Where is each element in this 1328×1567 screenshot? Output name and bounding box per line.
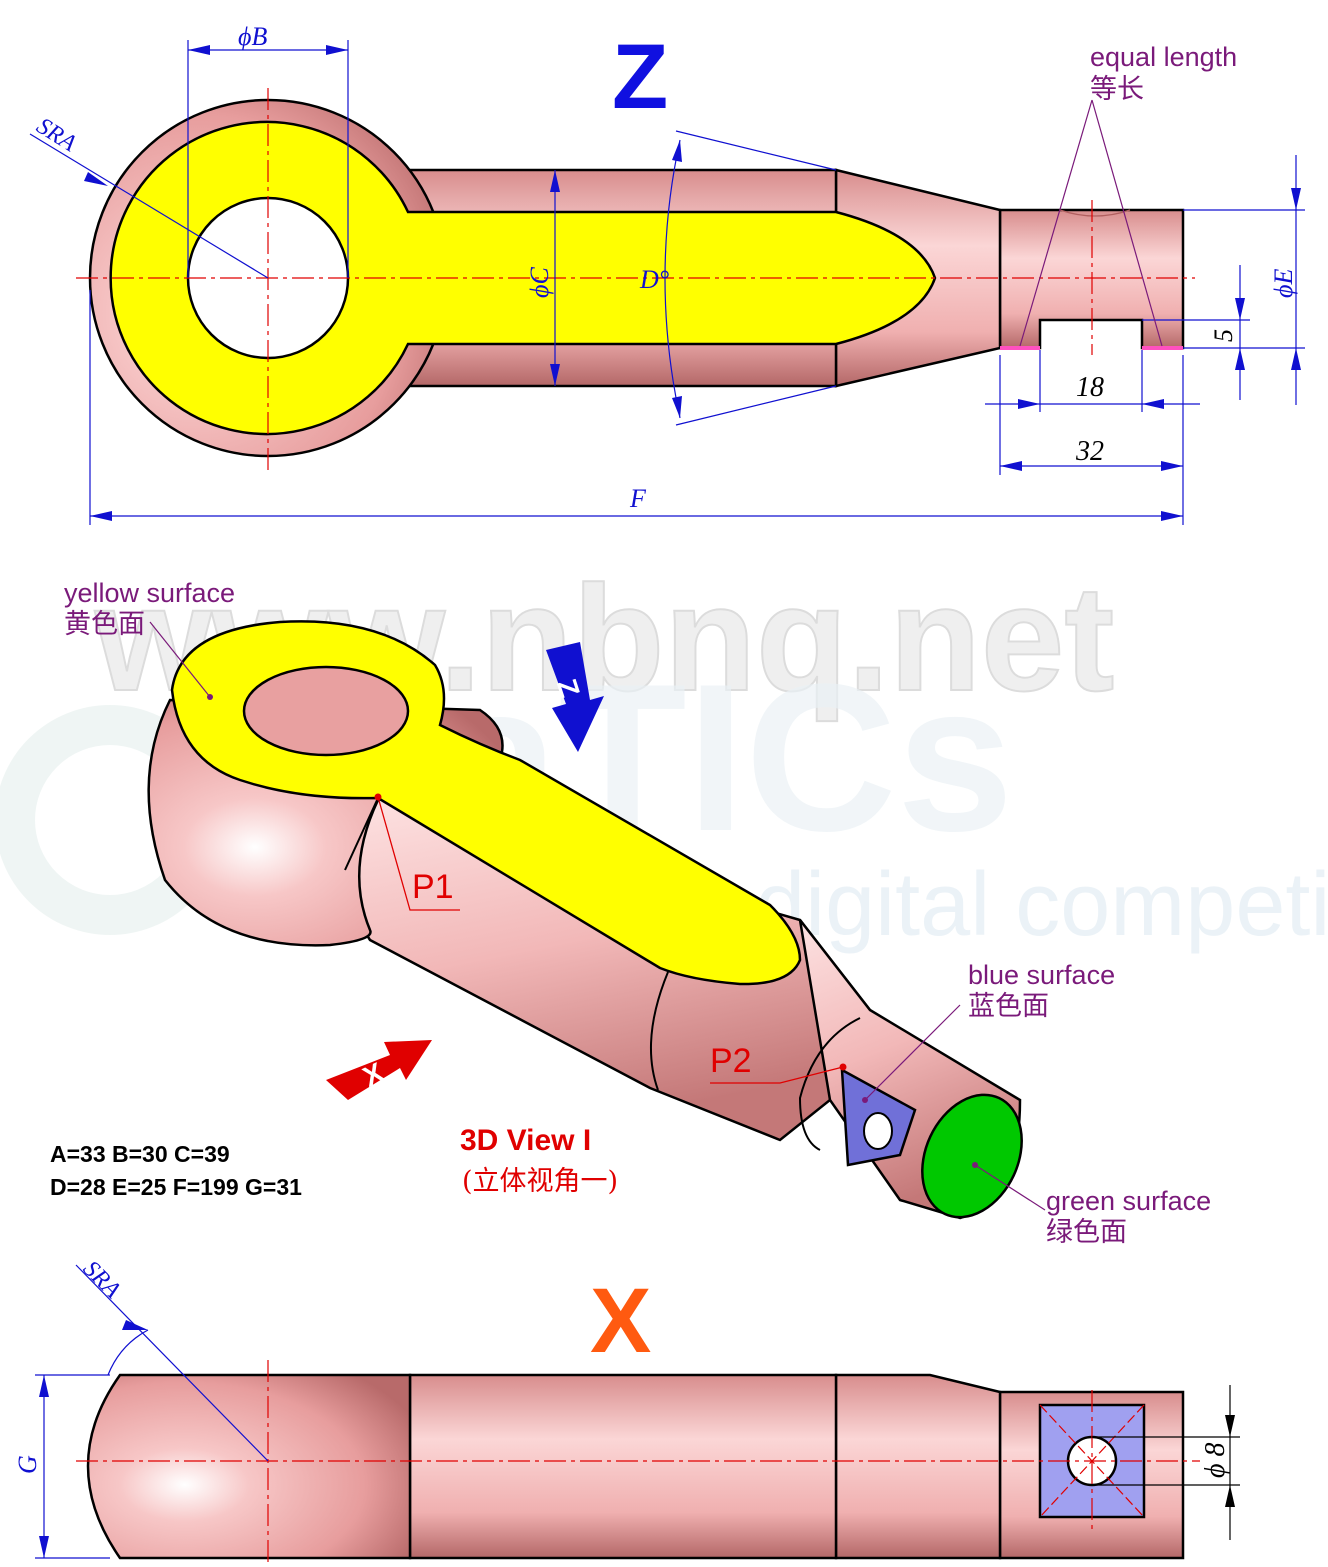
green-surface-iso [921,1093,1023,1219]
dim-hole-8: ϕ 8 [1200,1443,1231,1479]
dim-angle-d: D° [639,265,669,294]
top-arrowheads [84,45,1301,521]
view-letter-z: Z [612,26,668,128]
front-dimensions-black [1092,1385,1240,1540]
front-taper [834,1373,1002,1560]
front-dimensions [35,1264,269,1559]
top-view: ϕB SRA ϕC D° ϕE F 5 18 32 Z equal length… [29,22,1305,525]
green-surface-label-zh: 绿色面 [1046,1217,1127,1247]
x-direction-arrow-icon: X [326,1040,432,1100]
blue-surface-label-zh: 蓝色面 [968,991,1049,1021]
green-surface-label-en: green surface [1046,1186,1211,1216]
dim-overall-f: F [629,484,647,513]
dim-diameter-c: ϕC [525,267,554,298]
iso-title-zh: (立体视角一) [462,1166,618,1197]
p2-dot [839,1063,847,1071]
p2-label: P2 [710,1042,752,1080]
front-view: SRA G ϕ 8 X [13,1256,1240,1567]
top-centerlines [76,88,1195,470]
dim-5: 5 [1209,329,1238,342]
yellow-surface-label-en: yellow surface [64,578,235,608]
iso-title: 3D View I [460,1124,591,1157]
p1-label: P1 [412,868,454,906]
params-line-2: D=28 E=25 F=199 G=31 [50,1174,302,1200]
iso-taper-edge [649,971,669,1091]
dim-diameter-b: ϕB [238,22,267,51]
view-letter-x: X [590,1270,651,1372]
iso-eye-hole [242,665,410,757]
params-line-1: A=33 B=30 C=39 [50,1141,230,1167]
front-ball [86,1373,412,1560]
equal-length-leaders [1019,99,1163,347]
front-centerlines [76,1360,1200,1567]
blue-dot [862,1097,868,1103]
iso-pin-hole [863,1112,893,1150]
yellow-dot [207,694,213,700]
iso-shaft-edge [344,797,379,871]
front-shaft [408,1373,838,1560]
equal-length-en: equal length [1090,42,1237,72]
dim-diameter-e: ϕE [1269,269,1298,298]
equal-length-zh: 等长 [1090,74,1144,104]
iso-leaders [149,621,1046,1211]
dim-height-g: G [13,1455,42,1474]
iso-view: P1 P2 yellow surface 黄色面 blue surface 蓝色… [50,578,1211,1247]
blue-surface-label-en: blue surface [968,960,1115,990]
iso-point-leaders [377,796,844,1084]
iso-pin-edge [798,1017,861,1151]
front-arrowheads [39,1320,1235,1558]
dim-32: 32 [1075,436,1104,467]
dim-18: 18 [1076,372,1104,403]
top-dimensions [29,40,1305,525]
yellow-surface-label-zh: 黄色面 [64,609,145,639]
green-dot [972,1162,978,1168]
p1-dot [374,793,382,801]
dim-sra-front: SRA [78,1256,126,1304]
